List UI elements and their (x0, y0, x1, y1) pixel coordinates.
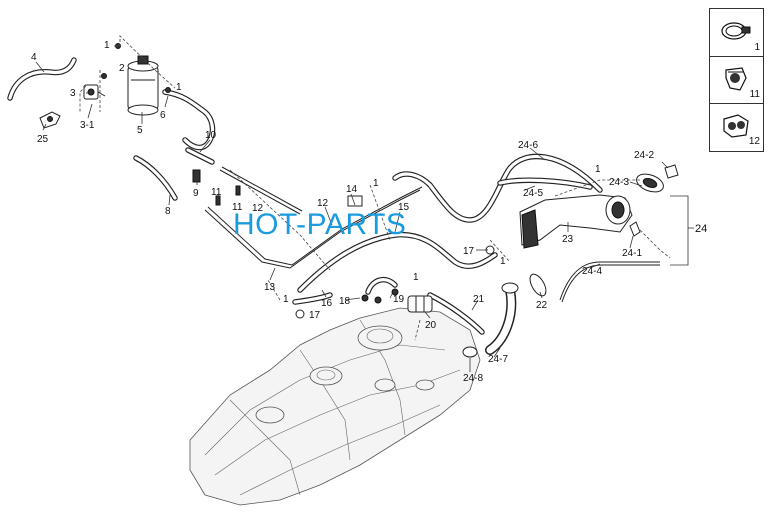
clip-17a (295, 309, 305, 319)
callout-18: 18 (339, 296, 351, 307)
latch-24-2 (664, 164, 679, 179)
callout-21: 21 (473, 294, 485, 305)
filler-cap-adapter (501, 282, 519, 294)
filler-door-24-3 (636, 173, 664, 193)
callout-3: 3 (70, 88, 76, 99)
callout-12a: 12 (252, 203, 264, 214)
gasket-22 (529, 273, 547, 297)
charcoal-canister (127, 55, 159, 116)
callout-1c: 1 (373, 178, 379, 189)
callout-24: 24 (695, 223, 707, 235)
part-24-1 (629, 221, 641, 237)
callout-24-2: 24-2 (634, 150, 654, 161)
fuel-filter (407, 295, 433, 313)
line-24-4 (559, 261, 660, 301)
fuel-tank (189, 307, 481, 506)
callout-4: 4 (31, 52, 37, 63)
callout-24-1: 24-1 (622, 248, 642, 259)
line-13 (204, 189, 421, 269)
legend-item-1: 1 (710, 9, 763, 57)
callout-17a: 17 (309, 310, 321, 321)
callout-9: 9 (193, 188, 199, 199)
callout-1d: 1 (283, 294, 289, 305)
legend-number: 12 (748, 136, 760, 147)
callout-6: 6 (160, 110, 166, 121)
callout-24-3: 24-3 (609, 177, 629, 188)
legend-item-12: 12 (710, 103, 763, 150)
callout-1f: 1 (500, 256, 506, 267)
callout-5: 5 (137, 125, 143, 136)
callout-1e: 1 (413, 272, 419, 283)
callout-24-5: 24-5 (523, 188, 543, 199)
filler-neck-assembly (519, 194, 633, 249)
callout-17b: 17 (463, 246, 475, 257)
callout-11a: 11 (211, 187, 222, 198)
callout-13: 13 (264, 282, 276, 293)
callout-10: 10 (205, 130, 217, 141)
callout-12b: 12 (317, 198, 329, 209)
legend-number: 11 (749, 89, 760, 100)
callout-24-6: 24-6 (518, 140, 538, 151)
watermark-text: HOT-PARTS (233, 208, 407, 241)
callout-1g: 1 (595, 164, 601, 175)
callout-3-1: 3-1 (80, 120, 95, 131)
clamp-24-8 (462, 346, 478, 358)
callout-19: 19 (393, 294, 405, 305)
callout-2: 2 (119, 63, 125, 74)
hose-8 (133, 155, 178, 201)
callout-8: 8 (165, 206, 171, 217)
fitting-9 (192, 169, 201, 183)
pipe-clip-icon (725, 67, 747, 91)
hose-4 (7, 57, 77, 101)
legend-number: 1 (754, 42, 760, 53)
callout-14: 14 (346, 184, 358, 195)
clip-19 (391, 288, 399, 296)
callout-24-4: 24-4 (582, 266, 602, 277)
callout-24-7: 24-7 (488, 354, 508, 365)
callout-16: 16 (321, 298, 333, 309)
callout-23: 23 (562, 234, 574, 245)
callout-11b: 11 (232, 202, 243, 213)
callout-22: 22 (536, 300, 548, 311)
fastener-legend: 1 11 12 (709, 8, 764, 152)
callout-24-8: 24-8 (463, 373, 483, 384)
callout-25: 25 (37, 134, 49, 145)
callout-1b: 1 (176, 82, 182, 93)
purge-valve (83, 84, 106, 100)
bracket-25 (39, 111, 61, 129)
callout-20: 20 (425, 320, 437, 331)
callout-15: 15 (398, 202, 410, 213)
sender-flange (309, 366, 343, 386)
hose-clamp-icon (721, 22, 751, 40)
legend-item-11: 11 (710, 56, 763, 104)
group-line-a (114, 35, 176, 89)
pump-flange (357, 325, 403, 351)
callout-1: 1 (104, 40, 110, 51)
double-clip-icon (723, 114, 749, 138)
connector-14 (347, 195, 363, 207)
